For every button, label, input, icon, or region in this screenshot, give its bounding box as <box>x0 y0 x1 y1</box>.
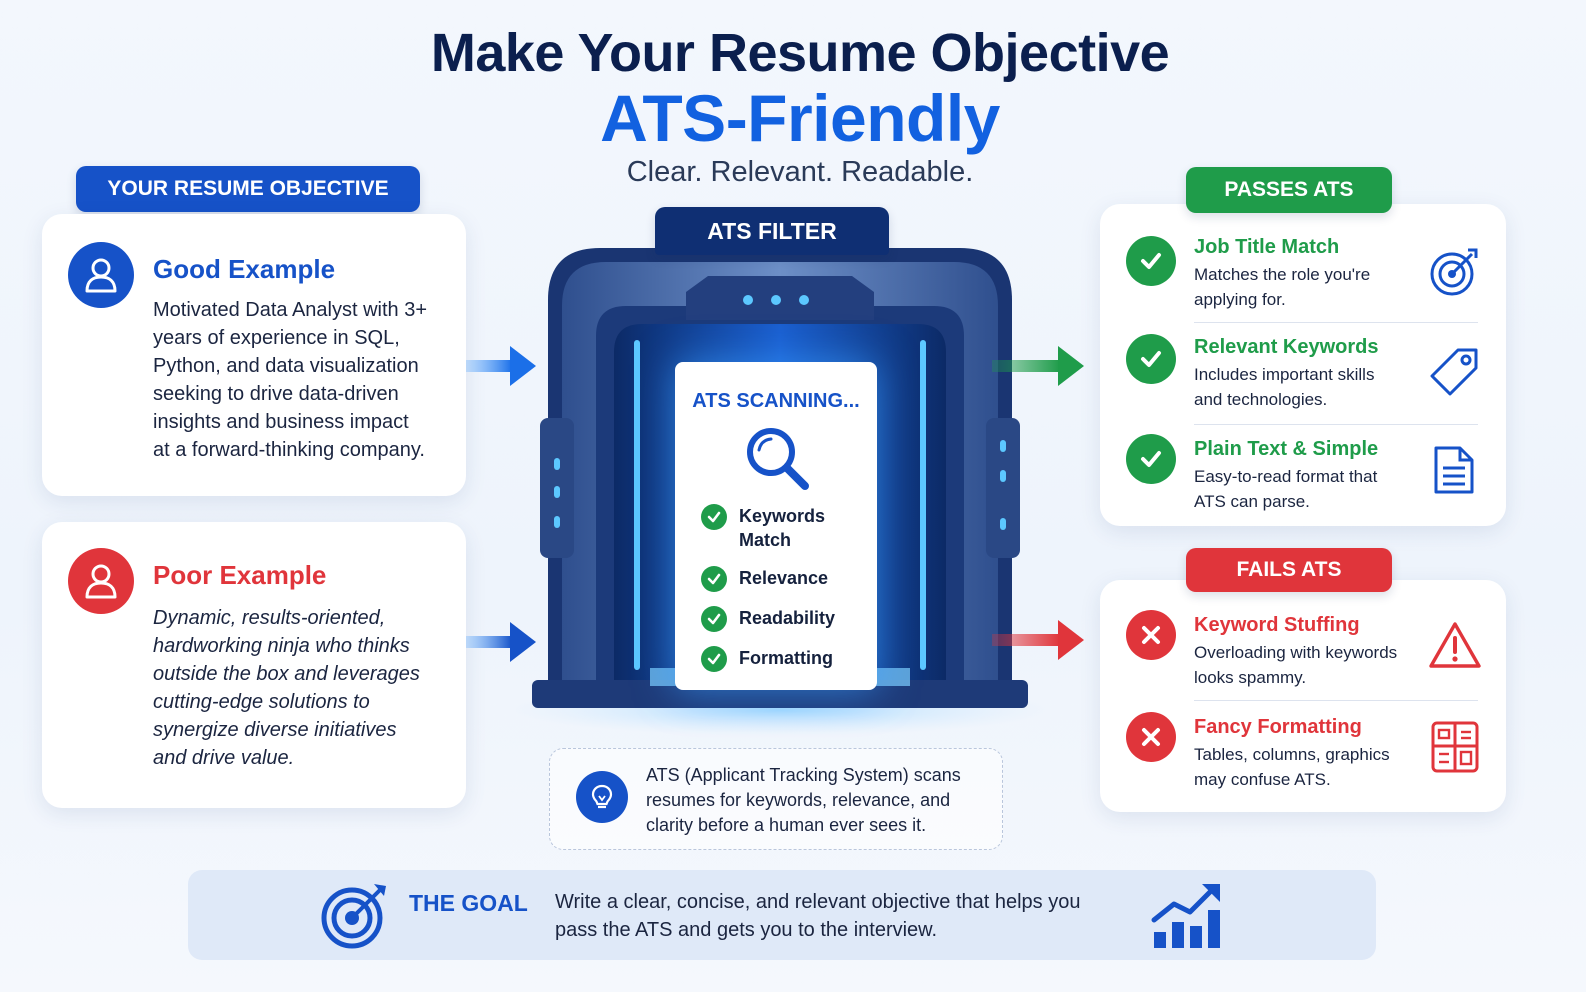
page-title: Make Your Resume Objective <box>430 23 1170 83</box>
scan-item-relevance: Relevance <box>701 566 871 592</box>
scan-item-readability: Readability <box>701 606 871 632</box>
ats-filter-label: ATS FILTER <box>655 207 889 255</box>
tag-icon <box>1430 348 1478 396</box>
poor-example-title: Poor Example <box>153 560 327 590</box>
close-icon <box>1126 712 1176 762</box>
check-icon <box>1126 434 1176 484</box>
good-example-title: Good Example <box>153 254 336 284</box>
document-icon <box>1434 446 1474 494</box>
ats-info-box: ATS (Applicant Tracking System) scans re… <box>549 748 1003 850</box>
passes-ats-label: PASSES ATS <box>1186 167 1392 213</box>
check-icon <box>701 646 727 672</box>
warning-icon <box>1429 622 1481 668</box>
fails-ats-card: Keyword Stuffing Overloading with keywor… <box>1100 580 1506 812</box>
lightbulb-icon <box>576 771 628 823</box>
fails-ats-label: FAILS ATS <box>1186 548 1392 592</box>
pass-item-title: Relevant Keywords <box>1194 336 1379 358</box>
divider <box>1194 424 1478 425</box>
check-icon <box>701 504 727 530</box>
user-icon <box>68 242 134 308</box>
goal-label: THE GOAL <box>409 890 528 916</box>
target-icon <box>321 884 386 949</box>
poor-example-text: Dynamic, results-oriented, hardworking n… <box>153 607 420 769</box>
pass-item-title: Plain Text & Simple <box>1194 438 1379 460</box>
check-icon <box>1126 334 1176 384</box>
check-icon <box>1126 236 1176 286</box>
good-example-text: Motivated Data Analyst with 3+ years of … <box>153 299 428 461</box>
check-icon <box>701 606 727 632</box>
arrow-right-icon <box>466 622 536 662</box>
arrow-right-icon <box>466 346 536 386</box>
goal-text: Write a clear, concise, and relevant obj… <box>555 891 1081 941</box>
goal-banner: THE GOAL Write a clear, concise, and rel… <box>188 870 1376 960</box>
pass-item-title: Job Title Match <box>1194 236 1340 258</box>
scan-title: ATS SCANNING... <box>692 390 860 412</box>
close-icon <box>1126 610 1176 660</box>
arrow-right-icon <box>992 620 1084 660</box>
page-title-highlight: ATS-Friendly <box>600 81 1000 155</box>
target-icon <box>1430 248 1478 296</box>
fail-item-title: Keyword Stuffing <box>1194 614 1360 636</box>
fail-item-title: Fancy Formatting <box>1194 716 1362 738</box>
layout-icon <box>1431 721 1479 773</box>
user-icon <box>68 548 134 614</box>
growth-chart-icon <box>1151 884 1220 948</box>
ats-info-text: ATS (Applicant Tracking System) scans re… <box>646 765 961 835</box>
your-resume-objective-label: YOUR RESUME OBJECTIVE <box>76 166 420 212</box>
check-icon <box>701 566 727 592</box>
scan-item-formatting: Formatting <box>701 646 871 672</box>
poor-example-card: Poor Example Dynamic, results-oriented, … <box>42 522 466 808</box>
page-subtitle: Clear. Relevant. Readable. <box>626 156 974 188</box>
search-icon <box>747 428 809 490</box>
divider <box>1194 700 1478 701</box>
good-example-card: Good Example Motivated Data Analyst with… <box>42 214 466 496</box>
divider <box>1194 322 1478 323</box>
arrow-right-icon <box>992 346 1084 386</box>
